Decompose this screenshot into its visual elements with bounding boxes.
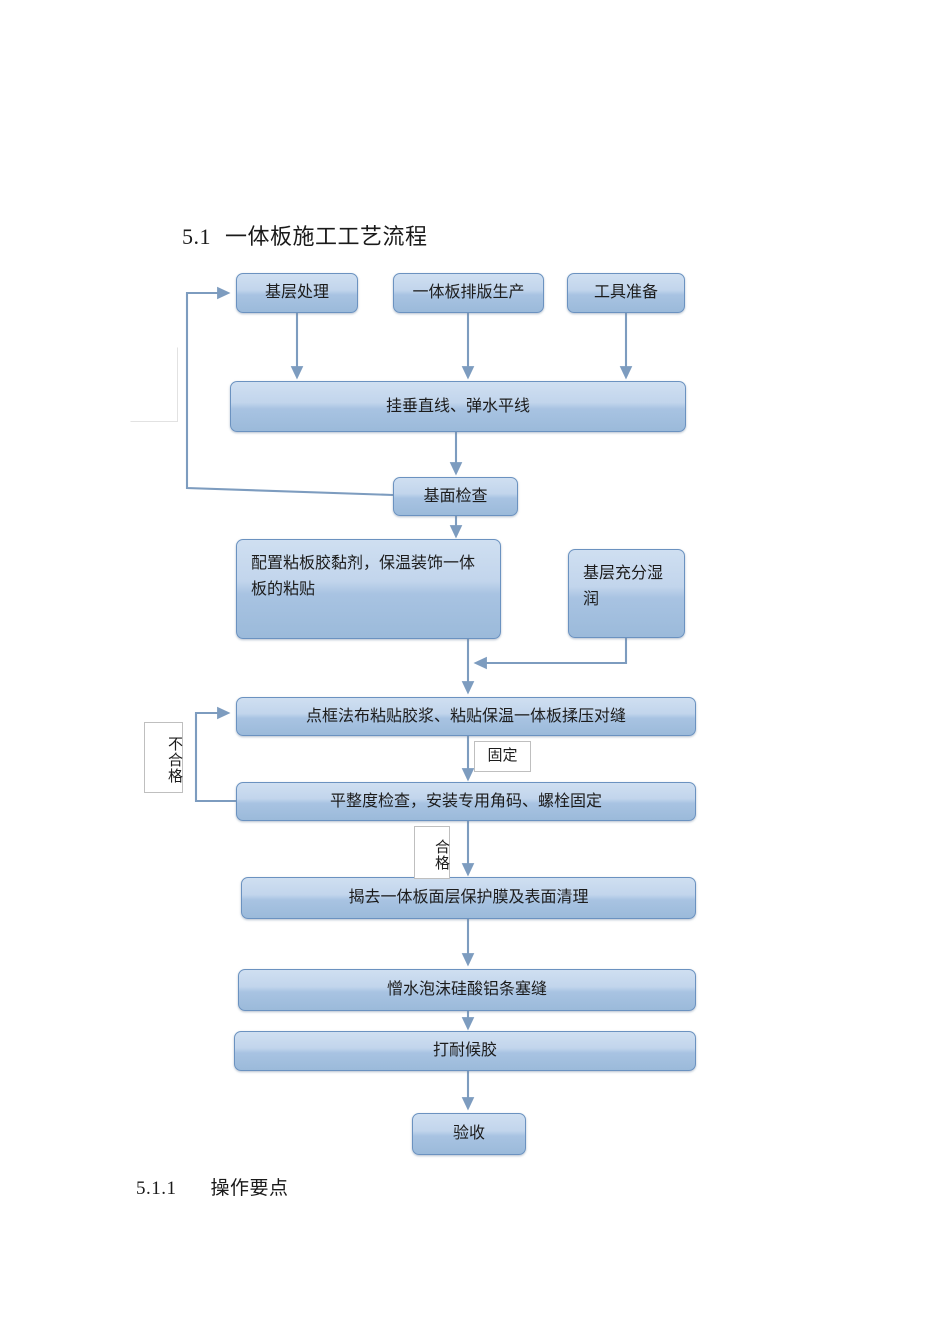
edge-label-text: 合格 [433,838,449,871]
edge-label-qualified: 合格 [414,826,450,879]
flow-node-panel-layout-production[interactable]: 一体板排版生产 [393,273,544,313]
flow-node-remove-protective-film[interactable]: 揭去一体板面层保护膜及表面清理 [241,877,696,919]
ghost-rectangle-artifact [130,347,178,422]
flow-node-label: 基层处理 [264,284,329,302]
process-flowchart: 基层处理 一体板排版生产 工具准备 挂垂直线、弹水平线 基面检查 配置粘板胶黏剂… [0,255,950,1155]
section-heading-text: 一体板施工工艺流程 [225,224,428,249]
edge-label-unqualified: 不合格 [144,722,183,793]
flow-node-label: 配置粘板胶黏剂，保温装饰一体板的粘贴 [251,555,476,598]
flowchart-connectors [185,286,633,1111]
flow-node-substrate-wetting[interactable]: 基层充分湿润 [568,549,685,638]
flow-node-label: 一体板排版生产 [412,284,525,302]
edge-label-text: 不合格 [166,735,182,784]
flow-node-label: 揭去一体板面层保护膜及表面清理 [348,889,589,907]
flow-node-adhesive-mixing-and-bonding[interactable]: 配置粘板胶黏剂，保温装饰一体板的粘贴 [236,539,501,639]
flow-node-label: 打耐候胶 [432,1042,497,1060]
flow-node-label: 憎水泡沫硅酸铝条塞缝 [386,981,547,999]
flow-node-label: 基面检查 [423,487,488,505]
flow-node-label: 基层充分湿润 [583,565,664,608]
flow-node-weather-resistant-sealant[interactable]: 打耐候胶 [234,1031,696,1071]
flow-node-plumb-and-level-lines[interactable]: 挂垂直线、弹水平线 [230,381,686,432]
section-heading: 5.1 一体板施工工艺流程 [182,219,428,251]
flow-node-dot-frame-bonding[interactable]: 点框法布粘贴胶浆、粘贴保温一体板揉压对缝 [236,697,696,736]
flow-node-label: 点框法布粘贴胶浆、粘贴保温一体板揉压对缝 [305,707,626,725]
edge-label-text: 固定 [487,747,518,764]
flow-node-label: 平整度检查，安装专用角码、螺栓固定 [329,792,602,810]
flow-node-substrate-inspection[interactable]: 基面检查 [393,477,518,516]
flow-node-foam-strip-joint-filling[interactable]: 憎水泡沫硅酸铝条塞缝 [238,969,696,1011]
flow-node-base-treatment[interactable]: 基层处理 [236,273,358,313]
flow-node-label: 挂垂直线、弹水平线 [385,397,530,415]
flow-node-tool-preparation[interactable]: 工具准备 [567,273,685,313]
flow-node-acceptance[interactable]: 验收 [412,1113,526,1155]
edge-label-fixing: 固定 [474,741,531,772]
subsection-heading: 5.1.1 操作要点 [136,1173,289,1200]
section-heading-number: 5.1 [182,224,211,249]
flow-node-label: 验收 [452,1125,485,1143]
flow-node-label: 工具准备 [593,284,658,302]
subsection-heading-text: 操作要点 [210,1178,289,1199]
subsection-heading-number: 5.1.1 [136,1178,177,1199]
flow-node-flatness-check-and-anchors[interactable]: 平整度检查，安装专用角码、螺栓固定 [236,782,696,821]
